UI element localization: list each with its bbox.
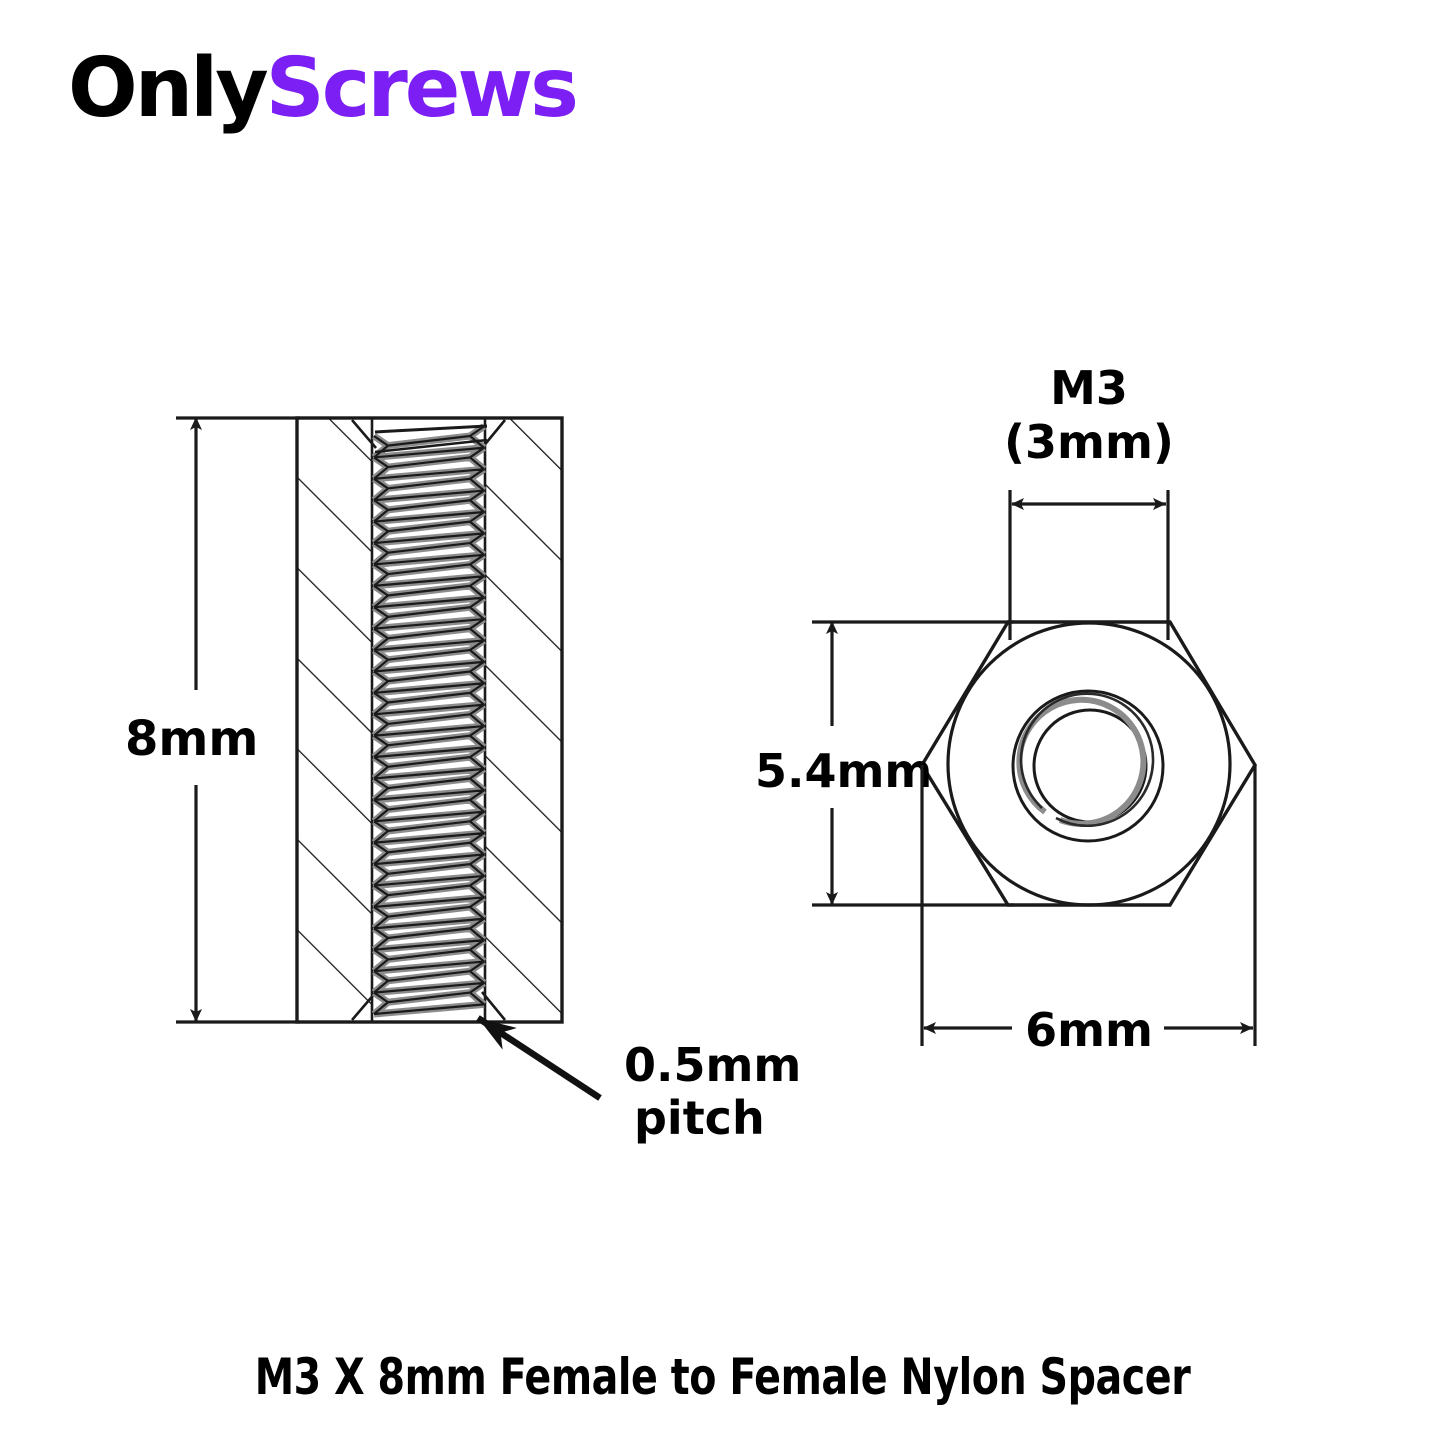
across-corners-label: 6mm — [1025, 1003, 1153, 1057]
bore-chamfer-top-right — [480, 419, 507, 449]
thread-spiral-arc-dark — [1019, 692, 1155, 828]
pitch-callout: 0.5mm pitch — [476, 1015, 801, 1145]
product-caption: M3 X 8mm Female to Female Nylon Spacer — [254, 1348, 1191, 1406]
thread-size-label-line2: (3mm) — [1004, 415, 1174, 469]
across-flats-label: 5.4mm — [755, 744, 932, 798]
pitch-leader-line — [476, 1015, 602, 1101]
height-dimension: 8mm — [125, 416, 300, 1024]
thread-spiral-arc — [1016, 696, 1147, 827]
hex-chamfer-circle — [946, 621, 1232, 907]
thread-size-label-line1: M3 — [1050, 361, 1128, 415]
thread-top-crest — [374, 424, 488, 434]
logo-primary-text: Only — [68, 41, 269, 136]
pitch-callout-label-line2: pitch — [634, 1091, 765, 1145]
across-corners-dimension: 6mm — [920, 765, 1257, 1057]
section-hatching-right — [485, 418, 562, 1022]
brand-logo: OnlyScrews — [68, 48, 579, 130]
height-dimension-label: 8mm — [125, 711, 258, 767]
bore-outer-circle — [1011, 689, 1165, 843]
spacer-body-outline — [295, 416, 564, 1024]
bore-chamfer-bottom-left — [351, 991, 377, 1021]
hex-outline — [920, 620, 1257, 907]
logo-accent-text: Screws — [265, 41, 579, 136]
bore-chamfer-bottom-right — [480, 991, 507, 1021]
end-view-group: M3 (3mm) 5.4mm 6mm — [755, 361, 1257, 1057]
pitch-callout-label-line1: 0.5mm — [624, 1038, 801, 1092]
section-hatching-left — [297, 418, 372, 1022]
thread-size-dimension: M3 (3mm) — [1004, 361, 1174, 640]
thread-top-crest-2 — [374, 438, 488, 454]
section-view-group: 8mm 0.5mm pitch — [125, 416, 801, 1145]
bore-chamfer-top-left — [351, 419, 377, 449]
across-flats-dimension: 5.4mm — [755, 620, 1014, 907]
internal-thread-outline — [373, 425, 485, 1016]
